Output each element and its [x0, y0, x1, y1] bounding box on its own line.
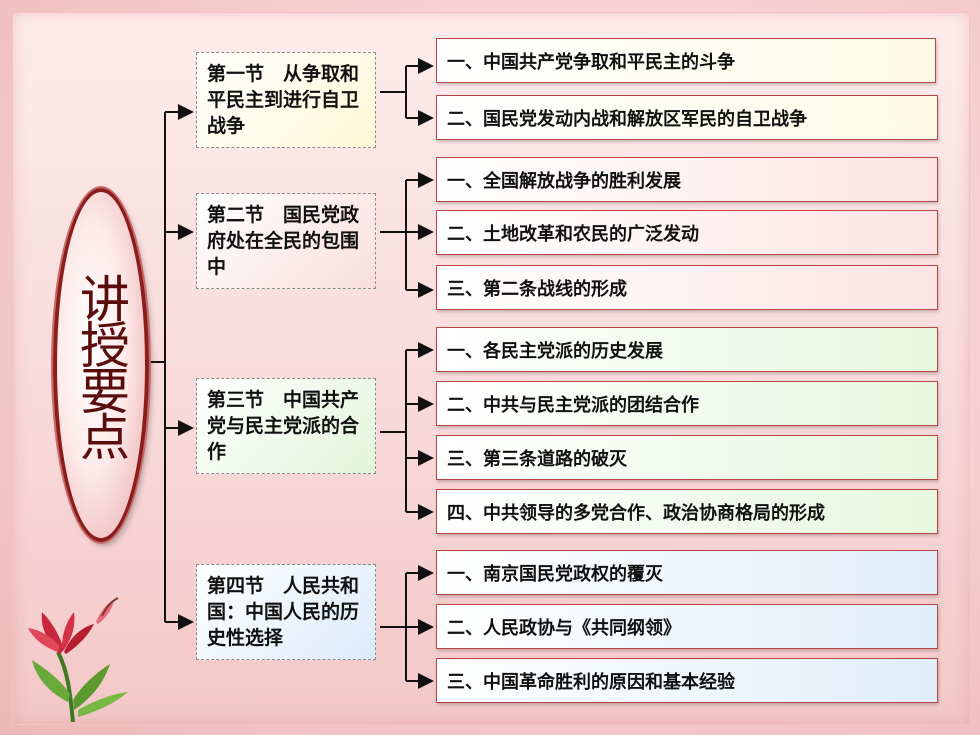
root-node: 讲授要点: [53, 188, 149, 542]
section-1-box: 第一节 从争取和平民主到进行自卫战争: [196, 52, 376, 148]
section-1-label: 第一节 从争取和平民主到进行自卫战争: [207, 63, 360, 137]
item-3-3: 三、第三条道路的破灭: [436, 435, 938, 480]
section-4-label: 第四节 人民共和国：中国人民的历史性选择: [207, 575, 360, 649]
item-3-2-label: 二、中共与民主党派的团结合作: [447, 394, 699, 416]
section-4-box: 第四节 人民共和国：中国人民的历史性选择: [196, 564, 376, 660]
item-4-3: 三、中国革命胜利的原因和基本经验: [436, 658, 938, 703]
section-2-box: 第二节 国民党政府处在全民的包围中: [196, 193, 376, 289]
item-2-1-label: 一、全国解放战争的胜利发展: [447, 170, 681, 192]
item-3-4-label: 四、中共领导的多党合作、政治协商格局的形成: [447, 502, 825, 524]
item-3-3-label: 三、第三条道路的破灭: [447, 448, 627, 470]
item-4-2: 二、人民政协与《共同纲领》: [436, 604, 938, 649]
flower-decoration-icon: [28, 597, 128, 722]
item-4-1-label: 一、南京国民党政权的覆灭: [447, 563, 663, 585]
item-1-1-label: 一、中国共产党争取和平民主的斗争: [447, 51, 735, 73]
item-2-1: 一、全国解放战争的胜利发展: [436, 157, 938, 202]
root-title: 讲授要点: [72, 273, 130, 457]
item-2-3-label: 三、第二条战线的形成: [447, 278, 627, 300]
item-2-2: 二、土地改革和农民的广泛发动: [436, 210, 938, 255]
item-4-2-label: 二、人民政协与《共同纲领》: [447, 617, 681, 639]
item-2-3: 三、第二条战线的形成: [436, 265, 938, 310]
item-3-2: 二、中共与民主党派的团结合作: [436, 381, 938, 426]
item-3-1-label: 一、各民主党派的历史发展: [447, 340, 663, 362]
section-3-box: 第三节 中国共产党与民主党派的合作: [196, 378, 376, 474]
section-2-label: 第二节 国民党政府处在全民的包围中: [207, 204, 360, 278]
section-3-label: 第三节 中国共产党与民主党派的合作: [207, 389, 360, 463]
item-3-4: 四、中共领导的多党合作、政治协商格局的形成: [436, 489, 938, 534]
item-1-1: 一、中国共产党争取和平民主的斗争: [436, 38, 936, 83]
item-3-1: 一、各民主党派的历史发展: [436, 327, 938, 372]
item-2-2-label: 二、土地改革和农民的广泛发动: [447, 223, 699, 245]
item-1-2: 二、国民党发动内战和解放区军民的自卫战争: [436, 95, 938, 140]
item-1-2-label: 二、国民党发动内战和解放区军民的自卫战争: [447, 108, 807, 130]
item-4-1: 一、南京国民党政权的覆灭: [436, 550, 938, 595]
item-4-3-label: 三、中国革命胜利的原因和基本经验: [447, 671, 735, 693]
